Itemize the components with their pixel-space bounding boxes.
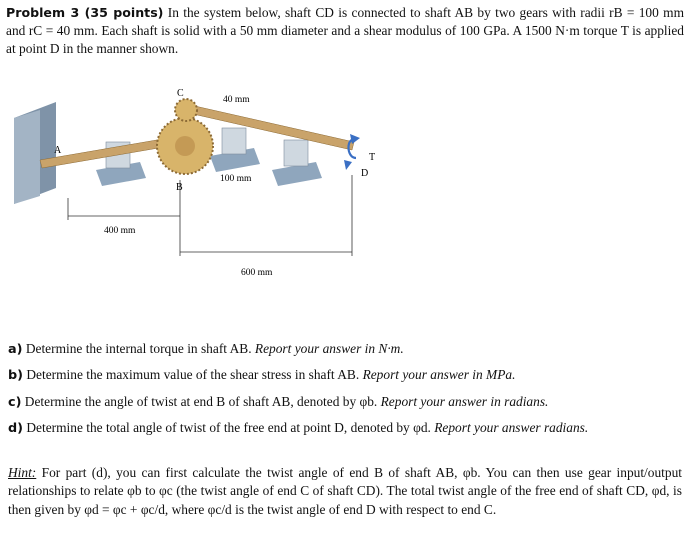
- label-c: C: [177, 88, 184, 99]
- problem-line3: GPa. A 1500 N·m torque T is applied at p…: [6, 23, 684, 56]
- question-c: c) Determine the angle of twist at end B…: [8, 394, 548, 410]
- wall-face: [14, 110, 40, 204]
- question-d-text: Determine the total angle of twist of th…: [26, 420, 431, 435]
- label-d: D: [361, 168, 368, 179]
- question-a-text: Determine the internal torque in shaft A…: [25, 341, 252, 356]
- question-d-instruction: Report your answer radians.: [434, 420, 589, 435]
- question-b-label: b): [8, 368, 24, 383]
- question-a-label: a): [8, 342, 23, 357]
- dim-100mm: 100 mm: [220, 174, 252, 184]
- hint-paragraph: Hint: For part (d), you can first calcul…: [8, 464, 682, 519]
- gear-c: [174, 98, 198, 122]
- label-a: A: [54, 145, 62, 156]
- question-c-text: Determine the angle of twist at end B of…: [24, 394, 378, 409]
- question-d-label: d): [8, 421, 24, 436]
- hint-label: Hint:: [8, 465, 37, 480]
- label-b: B: [176, 182, 183, 193]
- dim-400mm: 400 mm: [104, 226, 136, 236]
- dim-40mm: 40 mm: [223, 95, 250, 105]
- label-t: T: [369, 152, 375, 163]
- question-b-text: Determine the maximum value of the shear…: [26, 367, 360, 382]
- dim-600mm: 600 mm: [241, 268, 273, 278]
- question-c-instruction: Report your answer in radians.: [380, 394, 549, 409]
- question-d: d) Determine the total angle of twist of…: [8, 420, 588, 436]
- question-a-instruction: Report your answer in N·m.: [254, 341, 404, 356]
- problem-statement: Problem 3 (35 points) In the system belo…: [6, 4, 684, 58]
- question-b-instruction: Report your answer in MPa.: [362, 367, 516, 382]
- question-c-label: c): [8, 395, 22, 410]
- gear-shaft-figure: C A B T D 40 mm 100 mm 400 mm 600 mm: [14, 88, 375, 278]
- problem-line2: rB = 100 mm and rC = 40 mm. Each shaft i…: [6, 5, 684, 38]
- question-a: a) Determine the internal torque in shaf…: [8, 341, 404, 357]
- hint-text: For part (d), you can first calculate th…: [8, 465, 682, 517]
- bearing-3: [272, 139, 322, 186]
- bearing-2: [210, 127, 260, 172]
- problem-line1: In the system below, shaft CD is connect…: [167, 5, 605, 20]
- question-b: b) Determine the maximum value of the sh…: [8, 367, 515, 383]
- problem-heading: Problem 3 (35 points): [6, 5, 164, 20]
